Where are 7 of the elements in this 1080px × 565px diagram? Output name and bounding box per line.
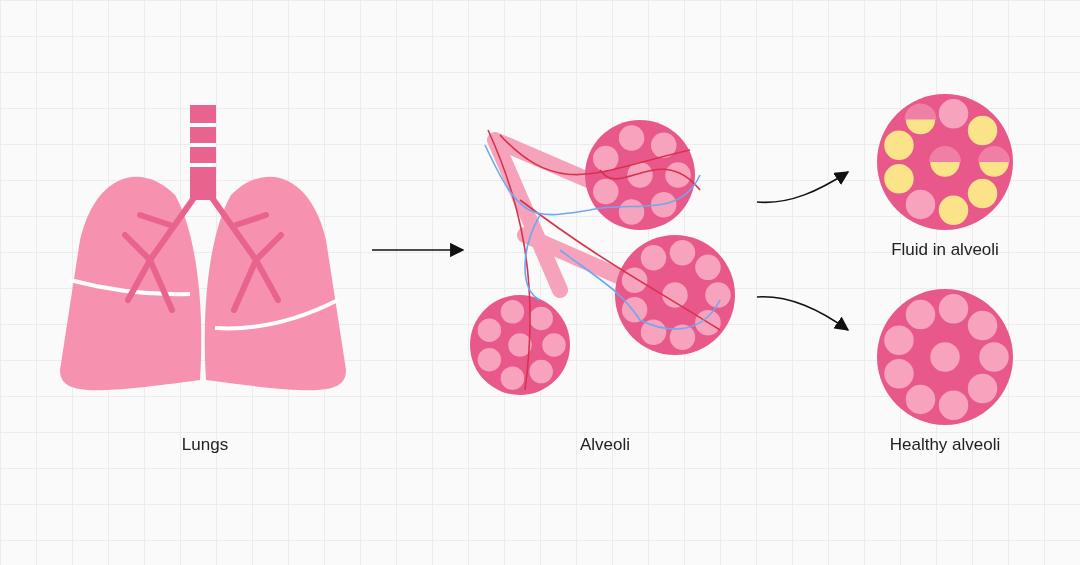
arrow bbox=[756, 296, 850, 331]
node-label: Lungs bbox=[180, 435, 230, 455]
arrow bbox=[371, 242, 465, 258]
node-label: Healthy alveoli bbox=[888, 435, 1002, 455]
arrow bbox=[756, 171, 850, 204]
node-label: Fluid in alveoli bbox=[890, 240, 1000, 260]
node-label: Alveoli bbox=[578, 435, 632, 455]
